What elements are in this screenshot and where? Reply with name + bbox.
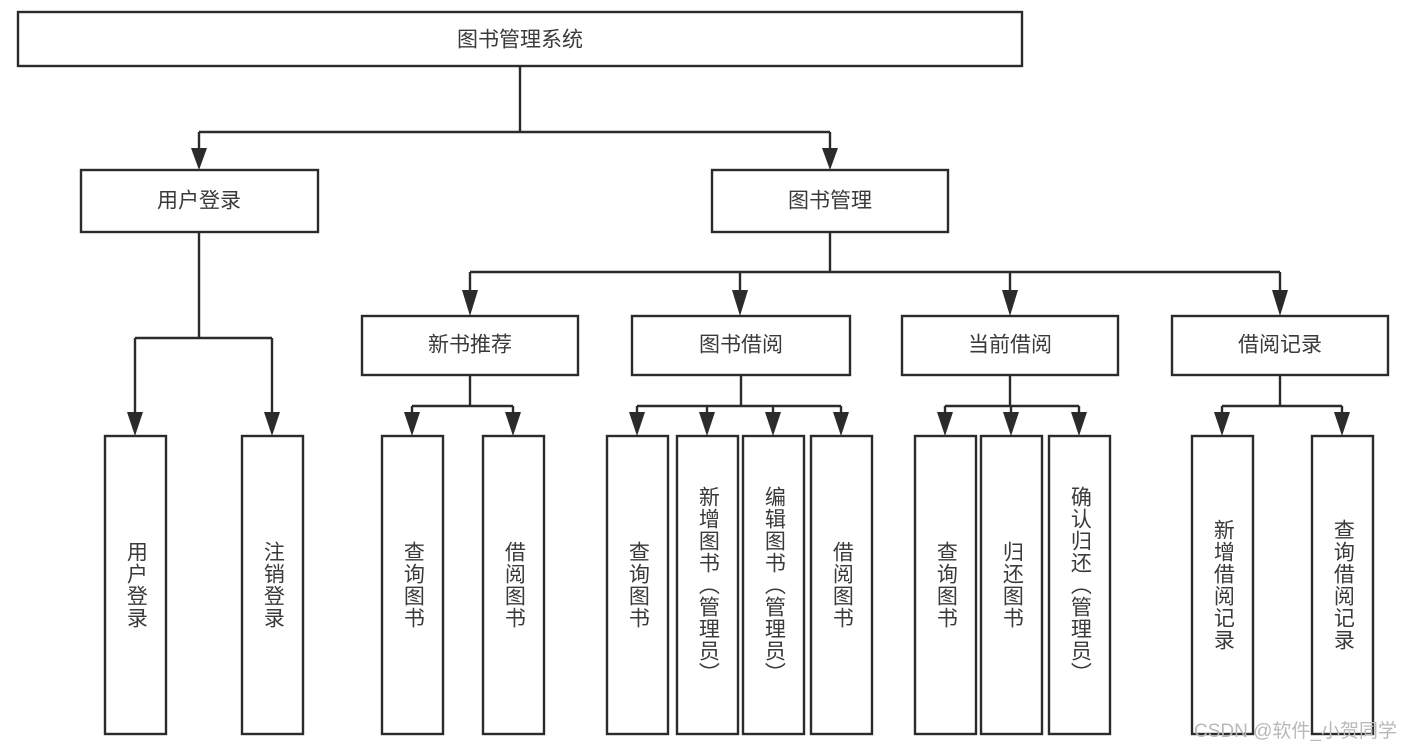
user-login-label: 用户登录 bbox=[157, 190, 241, 213]
user-login-box[interactable] bbox=[79, 168, 320, 234]
arrow-head-icon bbox=[629, 412, 645, 436]
arrow-head-icon bbox=[732, 290, 748, 316]
new-book-recommend-label: 新书推荐 bbox=[428, 334, 512, 357]
leaf-box-confirm-return-admin[interactable] bbox=[1047, 434, 1112, 736]
node-new-book-recommend[interactable]: 新书推荐 bbox=[360, 314, 580, 377]
arrow-head-icon bbox=[1214, 412, 1230, 436]
arrow-head-icon bbox=[462, 290, 478, 316]
leaf-box-borrow-book-2[interactable] bbox=[809, 434, 874, 736]
leaf-box-edit-book-admin[interactable] bbox=[741, 434, 806, 736]
arrow-head-icon bbox=[127, 412, 143, 436]
connector-book-borrow-to-leaves bbox=[629, 375, 849, 436]
leaf-box-borrow-book-1[interactable] bbox=[481, 434, 546, 736]
arrow-head-icon bbox=[1272, 290, 1288, 316]
leaf-box-query-borrow-record[interactable] bbox=[1310, 434, 1375, 736]
leaf-box-query-book-2[interactable] bbox=[605, 434, 670, 736]
arrow-head-icon bbox=[699, 412, 715, 436]
arrow-head-icon bbox=[833, 412, 849, 436]
leaf-box-add-book-admin[interactable] bbox=[675, 434, 740, 736]
arrow-head-icon bbox=[822, 148, 838, 170]
arrow-head-icon bbox=[1334, 412, 1350, 436]
arrow-head-icon bbox=[191, 148, 207, 170]
arrow-head-icon bbox=[1002, 290, 1018, 316]
arrow-head-icon bbox=[765, 412, 781, 436]
leaf-box-user-login[interactable] bbox=[103, 434, 168, 736]
connector-root-to-level2 bbox=[191, 66, 838, 170]
node-user-login[interactable]: 用户登录 bbox=[79, 168, 320, 234]
book-management-label: 图书管理 bbox=[788, 190, 872, 213]
connector-borrow-record-to-leaves bbox=[1214, 375, 1350, 436]
node-book-management[interactable]: 图书管理 bbox=[710, 168, 950, 234]
book-borrow-label: 图书借阅 bbox=[699, 334, 783, 357]
node-current-borrow[interactable]: 当前借阅 bbox=[900, 314, 1120, 377]
borrow-record-label: 借阅记录 bbox=[1238, 334, 1322, 357]
root-box[interactable] bbox=[16, 10, 1024, 68]
connector-user-login-to-leaves bbox=[127, 232, 280, 436]
new-book-recommend-box[interactable] bbox=[360, 314, 580, 377]
current-borrow-box[interactable] bbox=[900, 314, 1120, 377]
leaf-box-query-book-1[interactable] bbox=[380, 434, 445, 736]
arrow-head-icon bbox=[264, 412, 280, 436]
arrow-head-icon bbox=[404, 412, 420, 436]
leaf-box-add-borrow-record[interactable] bbox=[1190, 434, 1255, 736]
node-root[interactable]: 图书管理系统 bbox=[16, 10, 1024, 68]
node-borrow-record[interactable]: 借阅记录 bbox=[1170, 314, 1390, 377]
arrow-head-icon bbox=[1071, 412, 1087, 436]
arrow-head-icon bbox=[937, 412, 953, 436]
leaf-box-logout-login[interactable] bbox=[240, 434, 305, 736]
leaf-box-query-book-3[interactable] bbox=[913, 434, 978, 736]
arrow-head-icon bbox=[505, 412, 521, 436]
node-book-borrow[interactable]: 图书借阅 bbox=[630, 314, 852, 377]
connector-new-book-recommend-to-leaves bbox=[404, 375, 521, 436]
connector-current-borrow-to-leaves bbox=[937, 375, 1087, 436]
current-borrow-label: 当前借阅 bbox=[968, 334, 1052, 357]
leaf-box-return-book[interactable] bbox=[979, 434, 1044, 736]
connector-book-management-to-level3 bbox=[462, 232, 1288, 316]
watermark-text: CSDN @软件_小贺同学 bbox=[1194, 721, 1397, 742]
root-label: 图书管理系统 bbox=[457, 29, 583, 52]
arrow-head-icon bbox=[1003, 412, 1019, 436]
